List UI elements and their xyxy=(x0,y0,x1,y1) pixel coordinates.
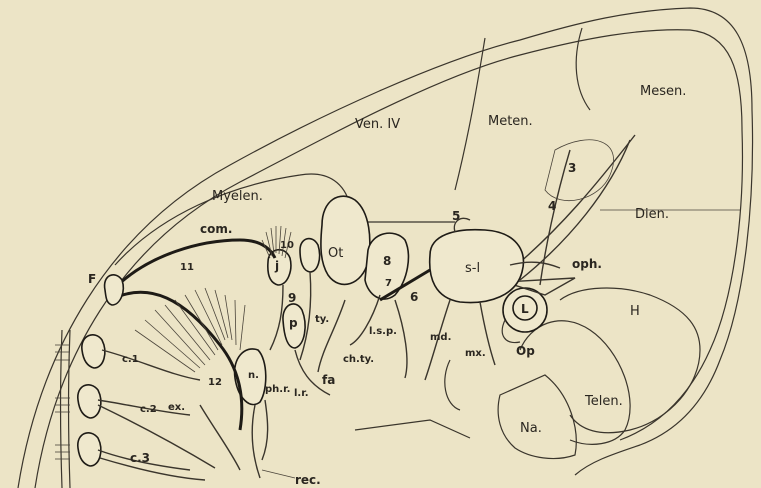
label-3: 3 xyxy=(568,161,576,175)
spinal-cord-edge-2 xyxy=(69,330,71,488)
label-p: p xyxy=(289,316,298,330)
label-s-l: s-l xyxy=(465,261,480,276)
label-meten: Meten. xyxy=(488,114,533,129)
ganglion-j xyxy=(268,250,291,285)
label-ch-ty: ch.ty. xyxy=(343,354,374,365)
label-l-r: l.r. xyxy=(294,388,309,399)
label-ven-iv: Ven. IV xyxy=(355,117,400,132)
label-na: Na. xyxy=(520,421,542,436)
label-md: md. xyxy=(430,332,451,343)
label-8: 8 xyxy=(383,254,391,268)
label-fa: fa xyxy=(322,373,335,387)
label-l: L xyxy=(521,302,529,316)
nerve-11 xyxy=(118,240,275,285)
label-4: 4 xyxy=(548,199,556,213)
label-myelen: Myelen. xyxy=(212,189,263,204)
ganglion-c3 xyxy=(78,433,101,466)
label-ex: ex. xyxy=(168,402,185,413)
recurrent xyxy=(252,405,260,478)
label-10: 10 xyxy=(280,240,294,251)
label-ot: Ot xyxy=(328,246,343,261)
ganglion-F xyxy=(105,275,124,305)
label-f: F xyxy=(88,272,96,286)
otocyst xyxy=(321,196,370,284)
ganglion-9 xyxy=(300,239,320,272)
label-mx: mx. xyxy=(465,348,486,359)
label-11: 11 xyxy=(180,262,194,273)
label-c1: c.1 xyxy=(122,354,139,365)
label-rec: rec. xyxy=(295,473,321,487)
ganglion-c2 xyxy=(78,385,101,418)
label-dien: Dien. xyxy=(635,207,669,222)
label-7: 7 xyxy=(385,278,392,289)
pharyngeal-ramus xyxy=(262,400,268,460)
label-l-s-p: l.s.p. xyxy=(369,326,397,337)
ganglion-c1 xyxy=(82,335,105,368)
label-ty: ty. xyxy=(315,314,329,325)
label-oph: oph. xyxy=(572,257,602,271)
label-12: 12 xyxy=(208,377,222,388)
label-6: 6 xyxy=(410,290,418,304)
vagus-trunk xyxy=(270,285,283,350)
chorda-tympani xyxy=(395,300,407,378)
label-5: 5 xyxy=(452,209,460,223)
label-j: j xyxy=(274,259,279,273)
rec-lead xyxy=(262,470,295,478)
nerve-3-b xyxy=(505,135,635,275)
label-h: H xyxy=(630,304,640,319)
nasal-outline xyxy=(498,375,576,459)
spinal-c3-b xyxy=(100,458,205,480)
mouth-hatch xyxy=(445,360,460,410)
dorsal-rootlets xyxy=(55,345,70,459)
spinal-cord-edge xyxy=(61,330,63,488)
label-mesen: Mesen. xyxy=(640,84,686,99)
label-c3: c.3 xyxy=(130,451,150,465)
label-c2: c.2 xyxy=(140,404,157,415)
label-ph-r: ph.r. xyxy=(265,384,290,395)
lsp-nerve xyxy=(350,295,380,345)
pharynx-edge xyxy=(355,420,470,438)
label-telen: Telen. xyxy=(584,394,623,409)
label-com: com. xyxy=(200,222,232,236)
label-n: n. xyxy=(248,370,259,381)
label-op: Op xyxy=(516,344,535,358)
facial-branch xyxy=(318,300,345,372)
nerve-12-b xyxy=(200,405,240,470)
meten-boundary xyxy=(455,38,485,190)
label-9: 9 xyxy=(288,291,296,305)
